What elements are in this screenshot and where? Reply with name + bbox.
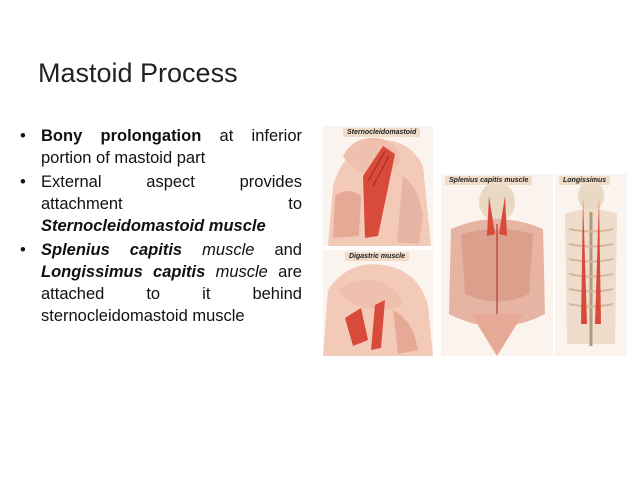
splenius-caption: Splenius capitis muscle (445, 176, 533, 185)
bullet-2-word: External (41, 173, 102, 191)
splenius-illustration (441, 174, 553, 356)
bullet-3-muscle-2: muscle (205, 263, 268, 281)
scm-figure: Sternocleidomastoid (323, 126, 433, 246)
bullet-2-line-2: attachment to (41, 193, 302, 215)
bullet-3-text: are attached to it behind sternocleidoma… (41, 263, 302, 325)
bullet-2-emphasis: Sternocleidomastoid muscle (41, 217, 266, 235)
bullet-dot: • (20, 173, 26, 191)
bullet-3-and: and (254, 241, 302, 259)
scm-caption: Sternocleidomastoid (343, 128, 421, 137)
bullet-3-splenius: Splenius capitis (41, 241, 183, 259)
digastric-illustration (323, 250, 433, 356)
bullet-2: • External aspect provides attachment to… (20, 171, 302, 237)
bullet-2-line-1: External aspect provides (41, 171, 302, 193)
longissimus-figure: Longissimus (555, 174, 627, 356)
bullet-3: • Splenius capitis muscle and Longissimu… (20, 239, 302, 327)
longissimus-illustration (555, 174, 627, 356)
bullet-3-muscle: muscle (182, 241, 255, 259)
bullet-2-word: attachment (41, 195, 123, 213)
bullet-2-word: aspect (146, 173, 195, 191)
bullet-dot: • (20, 241, 26, 259)
bullet-1-bold: Bony prolongation (41, 127, 202, 145)
scm-illustration (323, 126, 433, 246)
bullet-1-text: at inferior portion of mastoid part (41, 127, 302, 167)
bullet-2-word: provides (239, 173, 302, 191)
digastric-figure: Digastric muscle (323, 250, 433, 356)
bullet-dot: • (20, 127, 26, 145)
splenius-figure: Splenius capitis muscle (441, 174, 553, 356)
bullet-3-longissimus: Longissimus capitis (41, 263, 206, 281)
bullet-1: • Bony prolongation at inferior portion … (20, 125, 302, 169)
bullet-2-word: to (288, 195, 302, 213)
bullet-list: • Bony prolongation at inferior portion … (20, 125, 302, 329)
longissimus-caption: Longissimus (559, 176, 611, 185)
slide-title: Mastoid Process (38, 58, 238, 88)
digastric-caption: Digastric muscle (345, 252, 410, 261)
